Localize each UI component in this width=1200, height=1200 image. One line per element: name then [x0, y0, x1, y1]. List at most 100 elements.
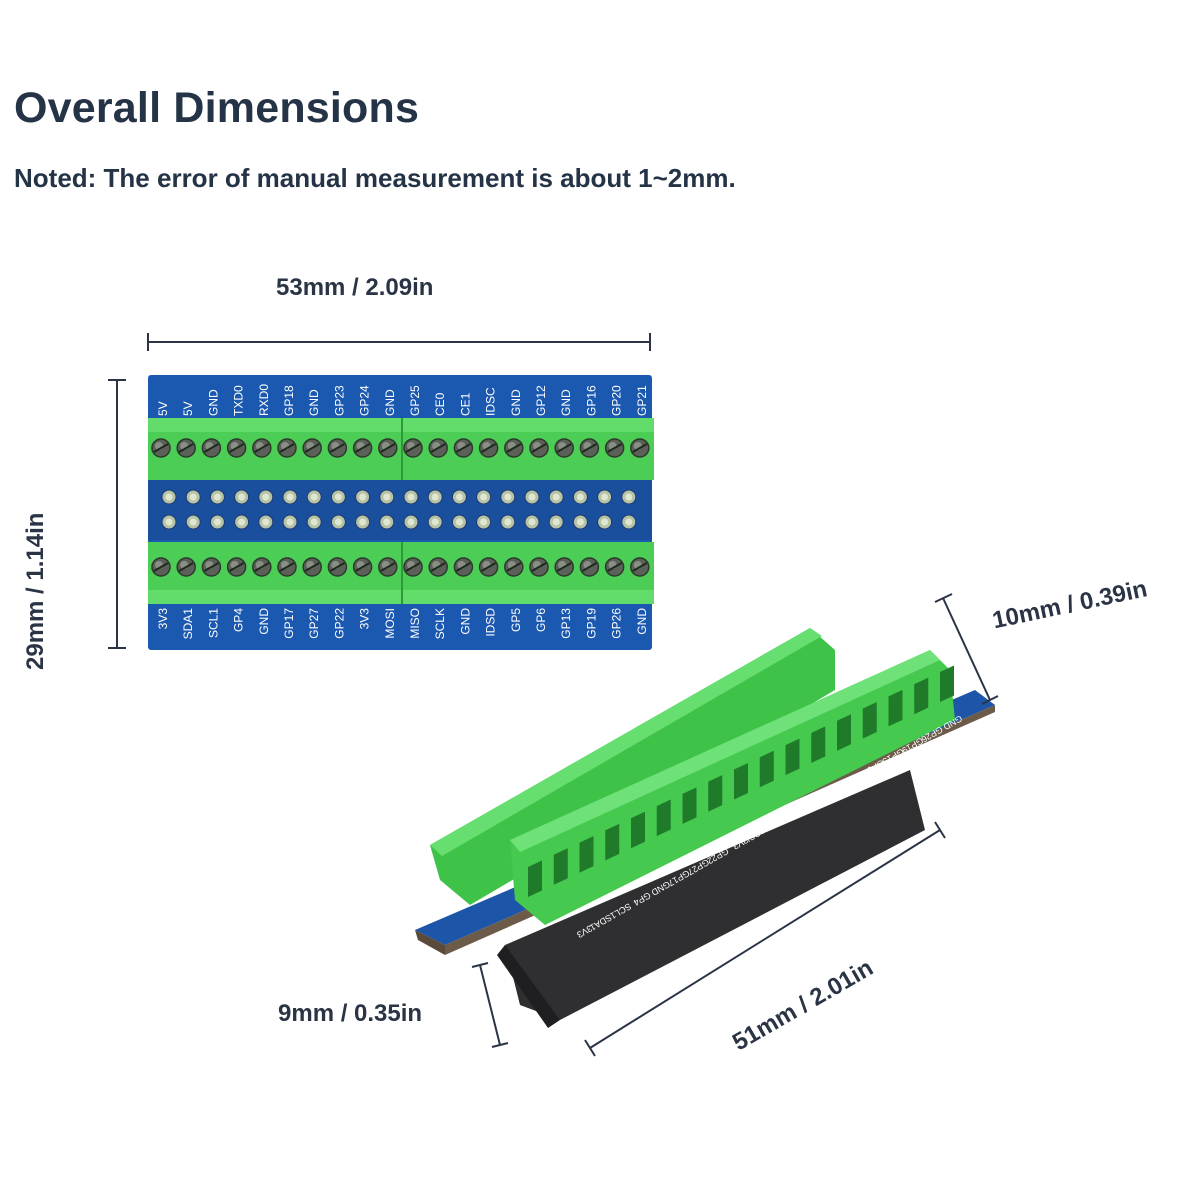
- header-pin: [306, 514, 322, 530]
- terminal-slot: [553, 848, 568, 885]
- front-terminal-slots: [528, 665, 954, 897]
- pin-label: GP20: [610, 385, 624, 416]
- pin-label: GND: [559, 389, 573, 416]
- screw-terminal: [504, 438, 524, 458]
- pin-label: GP24: [358, 385, 372, 416]
- pin-label: GND: [383, 389, 397, 416]
- header-pin: [161, 489, 177, 505]
- screw-terminal: [604, 438, 625, 458]
- pin-label: RXD0: [257, 384, 271, 416]
- header-pin: [597, 489, 613, 505]
- pin-label: 3V3: [156, 608, 170, 630]
- header-pin: [258, 489, 274, 505]
- header-pin: [476, 514, 492, 530]
- header-pin: [185, 489, 201, 505]
- header-pin: [379, 489, 395, 505]
- pin-label: 5V: [156, 401, 170, 416]
- terminal-slot: [579, 836, 594, 873]
- screw-terminal: [554, 438, 574, 458]
- header-height-dimension-line: [471, 962, 509, 1048]
- header-pin: [209, 489, 225, 505]
- header-pin: [161, 514, 177, 530]
- terminal-slot: [940, 665, 954, 702]
- screw-terminal: [176, 557, 196, 577]
- header-pin: [209, 514, 225, 530]
- pin-label: GND: [458, 608, 472, 635]
- pin-label: GP23: [332, 385, 346, 416]
- pin-label: GP27: [307, 608, 321, 639]
- height-label: 29mm / 1.14in: [22, 512, 49, 670]
- header-pin: [572, 489, 588, 505]
- terminal-height-dimension-line: [934, 593, 999, 705]
- terminal-slot: [837, 714, 851, 751]
- pin-label: GP12: [534, 385, 548, 416]
- screw-terminal: [403, 557, 423, 577]
- terminal-slot: [862, 702, 877, 739]
- screw-terminal: [352, 557, 373, 577]
- screw-terminal: [378, 438, 398, 458]
- pin-label: GP5: [509, 608, 523, 632]
- pin-label: GND: [206, 389, 220, 416]
- pin-label: SDA1: [181, 608, 195, 640]
- pin-label: GND: [635, 608, 649, 635]
- header-pin: [427, 489, 443, 505]
- pin-label: GP19: [584, 608, 598, 639]
- screw-terminal: [579, 557, 600, 577]
- screw-terminal: [478, 438, 499, 458]
- upper-screw-row: [151, 438, 650, 458]
- header-pin: [597, 514, 613, 530]
- header-pin: [524, 514, 540, 530]
- screw-terminal: [252, 557, 272, 577]
- header-pin: [427, 514, 443, 530]
- terminal-slot: [528, 860, 542, 897]
- header-pin: [355, 514, 371, 530]
- pin-label: GP4: [232, 608, 246, 632]
- terminal-slot: [631, 811, 645, 849]
- width-dimension-line: [147, 333, 651, 351]
- pin-label: GND: [307, 389, 321, 416]
- pin-label: GND: [257, 608, 271, 635]
- pin-label: GP21: [635, 385, 649, 416]
- screw-terminal: [302, 557, 322, 577]
- screw-terminal: [151, 557, 171, 577]
- screw-terminal: [277, 438, 297, 458]
- angled-view-board: 3V3SDA1SCL1GP4GNDGP17GP27GP223V3MOSIMISO…: [415, 628, 995, 1028]
- lower-screw-row: [151, 557, 650, 577]
- screw-terminal: [151, 438, 171, 458]
- pin-label: GND: [509, 389, 523, 416]
- screw-terminal: [529, 557, 549, 577]
- pin-label: MOSI: [383, 608, 397, 639]
- page-title: Overall Dimensions: [14, 84, 420, 132]
- header-pin: [500, 489, 516, 505]
- pin-label: 3V3: [358, 608, 372, 630]
- pin-label: TXD0: [232, 385, 246, 416]
- terminal-slot: [759, 750, 774, 788]
- screw-terminal: [327, 557, 348, 577]
- screw-terminal: [201, 557, 222, 577]
- pin-label: CE0: [433, 392, 447, 416]
- pin-label: CE1: [458, 392, 472, 416]
- terminal-slot: [605, 823, 620, 861]
- header-pin: [524, 489, 540, 505]
- screw-terminal: [302, 438, 322, 458]
- screw-terminal: [630, 557, 650, 577]
- screw-terminal: [226, 557, 247, 577]
- header-height-label: 9mm / 0.35in: [278, 1000, 423, 1027]
- screw-terminal: [604, 557, 625, 577]
- pin-label: GP13: [559, 608, 573, 639]
- screw-terminal: [428, 438, 448, 458]
- length-dimension-line: [584, 821, 946, 1057]
- screw-terminal: [176, 438, 196, 458]
- terminal-slot: [682, 787, 697, 824]
- terminal-slot: [888, 689, 903, 727]
- terminal-slot: [708, 775, 723, 812]
- pin-label: GP16: [584, 385, 598, 416]
- terminal-slot: [914, 677, 929, 715]
- screw-terminal: [226, 438, 247, 458]
- measurement-note: Noted: The error of manual measurement i…: [14, 163, 736, 193]
- pin-label: 5V: [181, 401, 195, 416]
- pin-label: IDSD: [484, 608, 498, 637]
- header-pin: [500, 514, 516, 530]
- pin-label: GP6: [534, 608, 548, 632]
